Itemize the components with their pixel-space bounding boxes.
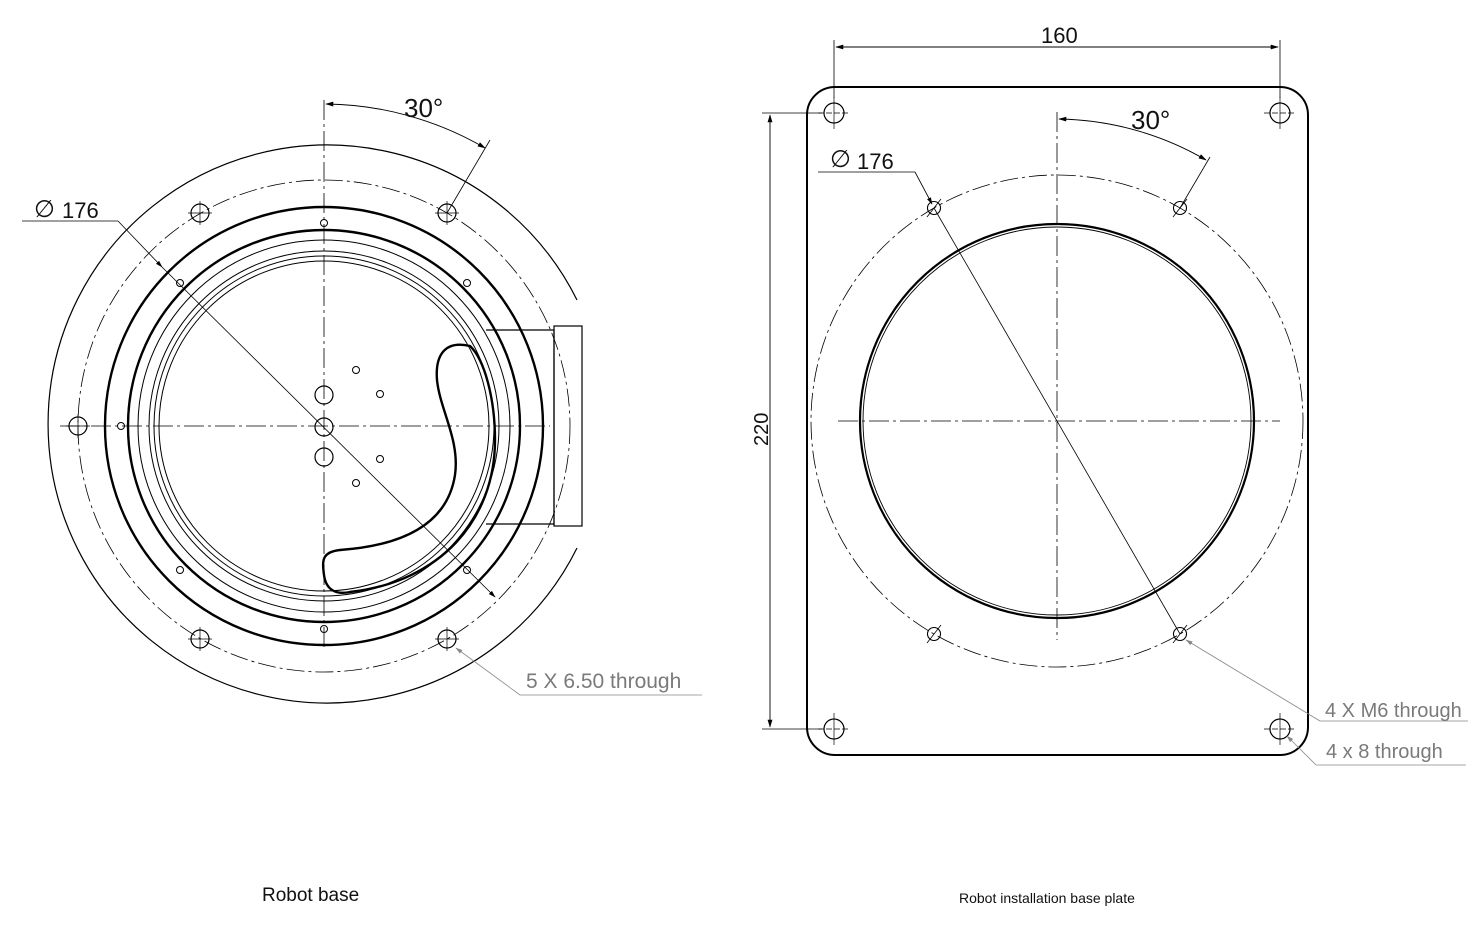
plate-angle-label: 30° (1131, 105, 1170, 135)
base-plate-view (762, 40, 1468, 766)
corner-hole (1264, 713, 1296, 745)
plate-diameter-line (933, 207, 1181, 635)
corner-hole (818, 713, 850, 745)
corner-hole (1264, 97, 1296, 129)
base-bolt-hole (66, 414, 90, 438)
base-bolt-circle (77, 179, 571, 673)
base-bolt-hole (435, 627, 459, 651)
plate-diameter-symbol: ∅ (830, 146, 851, 173)
plate-height-label: 220 (751, 413, 773, 446)
plate-clearance-note: 4 x 8 through (1326, 741, 1443, 763)
cable-opening (321, 343, 497, 594)
base-diameter-value: 176 (62, 198, 99, 223)
corner-hole (818, 97, 850, 129)
base-diameter-symbol: ∅ (34, 196, 55, 223)
plate-outline (806, 86, 1309, 756)
base-bolt-hole (188, 201, 212, 225)
angle-dimension-arc (325, 101, 486, 149)
robot-base-caption: Robot base (262, 885, 360, 906)
threaded-hole (926, 624, 942, 644)
robot-base-view (22, 100, 702, 704)
plate-bolt-circle (810, 174, 1304, 668)
base-plate-caption: Robot installation base plate (959, 890, 1135, 906)
plate-threaded-note: 4 X M6 through (1325, 700, 1462, 722)
base-hole-note: 5 X 6.50 through (526, 670, 681, 693)
diameter-dimension-line (161, 266, 496, 598)
base-angle-label: 30° (404, 93, 443, 123)
plate-width-label: 160 (1041, 23, 1078, 48)
plate-diameter-value: 176 (857, 149, 894, 174)
base-outer-outline (47, 144, 578, 704)
plate-angle-arc (1058, 116, 1207, 161)
base-bolt-hole (188, 627, 212, 651)
